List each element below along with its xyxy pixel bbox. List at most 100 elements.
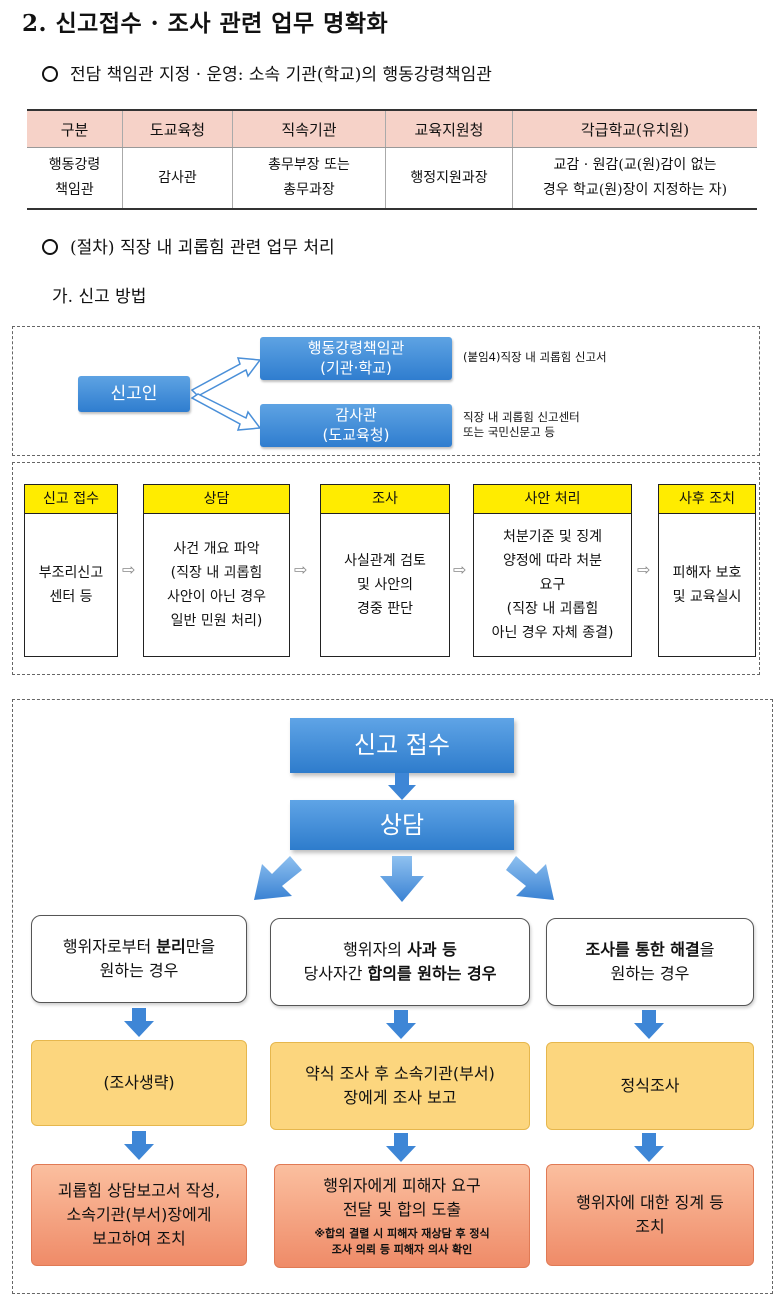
- cell-line: 총무과장: [283, 182, 335, 198]
- box-line: 조치: [635, 1217, 665, 1236]
- table-cell: 행정지원과장: [385, 147, 513, 210]
- text-run: 행위자의: [343, 940, 408, 959]
- text-run: 분리: [156, 937, 186, 956]
- step-line: 피해자 보호: [672, 565, 742, 581]
- box-line: 장에게 조사 보고: [343, 1088, 457, 1107]
- step-line: 사건 개요 파악: [173, 541, 260, 557]
- down-arrow-icon: [386, 1133, 416, 1162]
- box-line: 괴롭힘 상담보고서 작성,: [57, 1181, 221, 1200]
- step-line: (직장 내 괴롭힘: [506, 601, 599, 617]
- down-arrow-icon: [634, 1133, 664, 1162]
- down-arrow-icon: [634, 1010, 664, 1039]
- box-line: 보고하여 조치: [92, 1229, 186, 1248]
- step-arrow-icon: ⇨: [637, 560, 651, 579]
- table-header: 구분: [27, 109, 123, 148]
- step-line: 아닌 경우 자체 종결): [491, 625, 614, 641]
- subheading-report-method: 가. 신고 방법: [52, 287, 147, 307]
- officer-note: (붙임4)직장 내 괴롭힘 신고서: [463, 350, 607, 364]
- table-header: 직속기관: [232, 109, 386, 148]
- cell-line: 경우 학교(원)장이 지정하는 자): [542, 182, 728, 198]
- step-line: 양정에 따라 처분: [502, 553, 603, 569]
- step-line: 사안이 아닌 경우: [166, 589, 267, 605]
- step-header: 사안 처리: [474, 485, 631, 514]
- bullet-responsible-officer: 전담 책임관 지정 · 운영: 소속 기관(학교)의 행동강령책임관: [42, 60, 492, 85]
- bullet-text: (절차) 직장 내 괴롭힘 관련 업무 처리: [70, 238, 335, 258]
- ethics-officer-box: 행동강령책임관 (기관·학교): [260, 337, 452, 380]
- step-line: (직장 내 괴롭힘: [170, 565, 263, 581]
- text-run: 조사를 통한 해결: [585, 940, 700, 959]
- step-header: 조사: [321, 485, 449, 514]
- table-header: 각급학교(유치원): [512, 109, 757, 148]
- text-run: 원하는 경우: [99, 961, 179, 980]
- split-arrows-icon: [190, 357, 262, 431]
- table-header: 도교육청: [122, 109, 233, 148]
- counsel-box: 상담: [290, 800, 514, 850]
- step-line: 처분기준 및 징계: [502, 529, 603, 545]
- cell-line: 행동강령: [48, 157, 101, 173]
- cell-line: 총무부장 또는: [268, 157, 350, 173]
- step-header: 신고 접수: [25, 485, 117, 514]
- box-line: 행위자에게 피해자 요구: [323, 1176, 481, 1195]
- text-run: 원하는 경우: [610, 964, 690, 983]
- page-title: 2. 신고접수 · 조사 관련 업무 명확화: [22, 10, 389, 37]
- note-line: ※합의 결렬 시 피해자 재상담 후 정식: [314, 1227, 490, 1240]
- cell-line: 책임관: [55, 182, 94, 198]
- bullet-text: 전담 책임관 지정 · 운영: 소속 기관(학교)의 행동강령책임관: [70, 65, 492, 85]
- box-line: (도교육청): [322, 426, 390, 444]
- step-line: 및 사안의: [357, 577, 413, 593]
- step-arrow-icon: ⇨: [453, 560, 467, 579]
- step-line: 요구: [539, 577, 566, 593]
- step-line: 및 교육실시: [672, 589, 742, 605]
- table-header-row: 구분 도교육청 직속기관 교육지원청 각급학교(유치원): [27, 109, 757, 148]
- branch-arrows-icon: [254, 856, 554, 902]
- bullet-procedure: (절차) 직장 내 괴롭힘 관련 업무 처리: [42, 233, 335, 258]
- step-header: 사후 조치: [659, 485, 755, 514]
- note-line: 또는 국민신문고 등: [463, 425, 555, 439]
- circle-bullet-icon: [42, 66, 58, 82]
- box-line: 행동강령책임관: [307, 339, 405, 357]
- step-line: 센터 등: [49, 589, 93, 605]
- down-arrow-icon: [124, 1008, 154, 1037]
- auditor-box: 감사관 (도교육청): [260, 404, 452, 447]
- flowchart-panel: [12, 699, 773, 1294]
- process-steps-panel: [12, 462, 760, 675]
- text-run: 합의를 원하는 경우: [367, 964, 497, 983]
- agreement-result-box: 행위자에게 피해자 요구 전달 및 합의 도출 ※합의 결렬 시 피해자 재상담…: [274, 1164, 530, 1268]
- step-line: 사실관계 검토: [344, 553, 426, 569]
- note-line: 직장 내 괴롭힘 신고센터: [463, 410, 580, 424]
- text-run: 만을: [185, 937, 216, 956]
- reporter-box: 신고인: [78, 376, 190, 412]
- formal-investigation-box: 정식조사: [546, 1042, 754, 1130]
- text-run: 을: [699, 940, 715, 959]
- auditor-note: 직장 내 괴롭힘 신고센터 또는 국민신문고 등: [463, 410, 580, 440]
- step-arrow-icon: ⇨: [122, 560, 136, 579]
- circle-bullet-icon: [42, 239, 58, 255]
- box-line: (기관·학교): [320, 359, 392, 377]
- intake-box: 신고 접수: [290, 718, 514, 773]
- box-line: 소속기관(부서)장에게: [66, 1205, 212, 1224]
- down-arrow-icon: [386, 1010, 416, 1039]
- cell-line: 교감 · 원감(교(원)감이 없는: [553, 157, 717, 173]
- step-line: 일반 민원 처리): [170, 613, 263, 629]
- table-cell: 감사관: [122, 147, 233, 210]
- down-arrow-icon: [124, 1131, 154, 1160]
- note-line: 조사 의뢰 등 피해자 의사 확인: [331, 1243, 473, 1256]
